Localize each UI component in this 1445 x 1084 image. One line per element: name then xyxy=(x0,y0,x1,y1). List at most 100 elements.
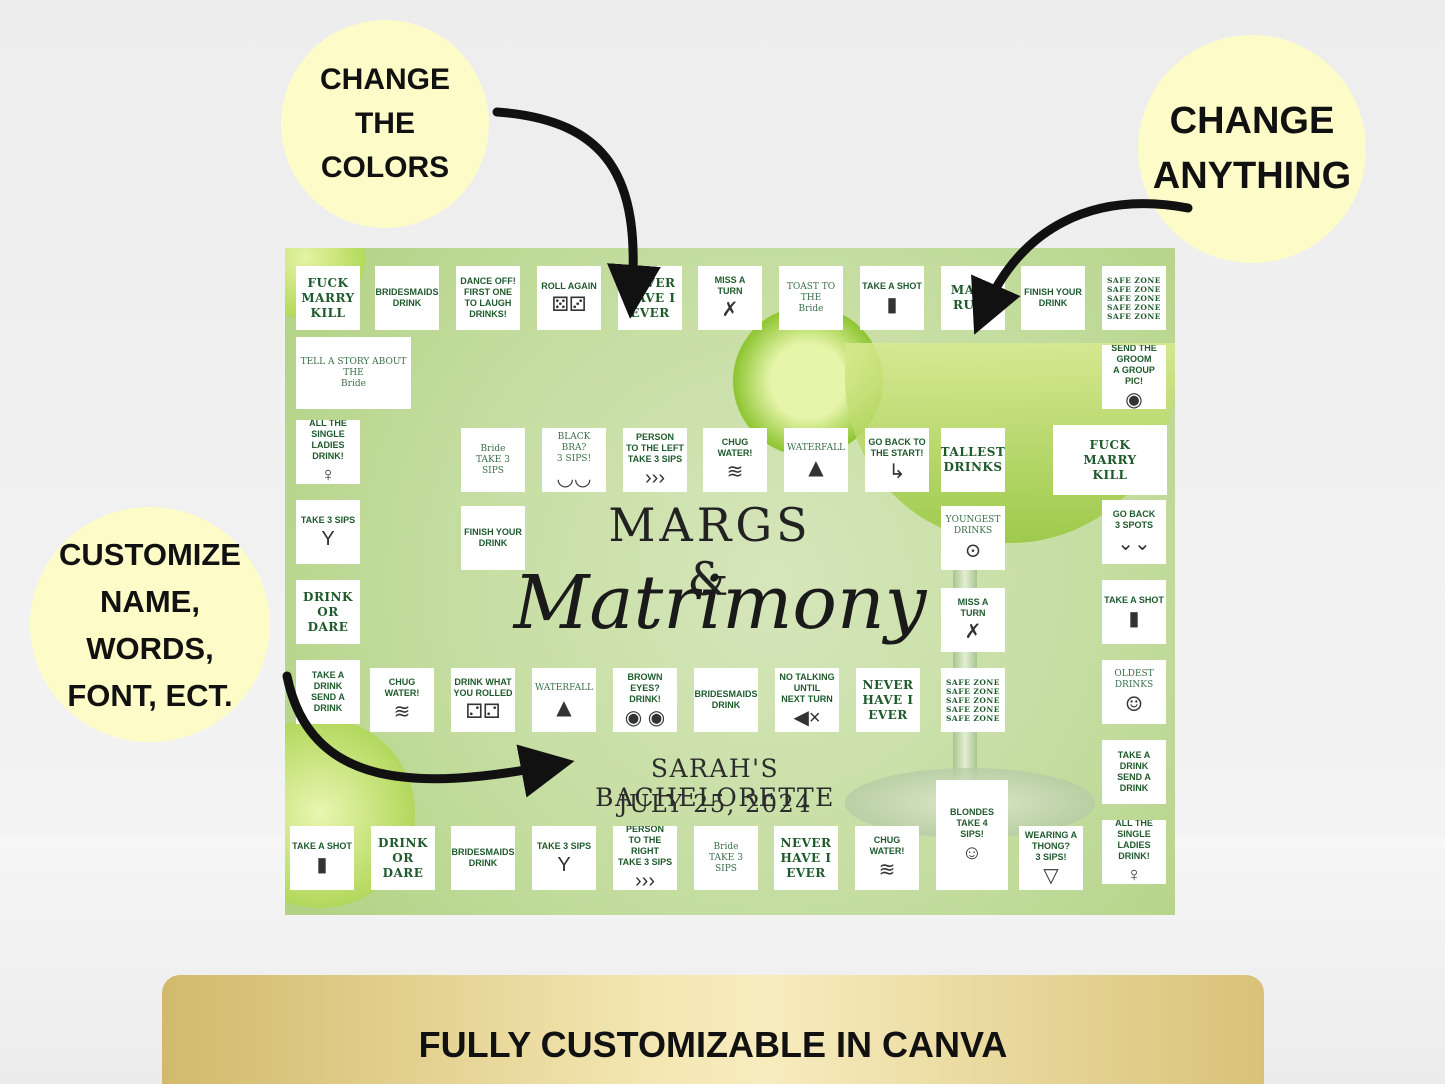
tile-label: TOAST TO THE Bride xyxy=(786,281,836,314)
tile-bottom-2: BRIDESMAIDS DRINK xyxy=(451,826,515,890)
tile-label: BRIDESMAIDS DRINK xyxy=(375,287,439,308)
chevrons-icon: ››› xyxy=(645,466,665,489)
tile-left-0: TELL A STORY ABOUT THE Bride xyxy=(296,337,411,409)
tile-top-3: ROLL AGAIN⚄⚂ xyxy=(537,266,601,330)
chevrons-icon: ››› xyxy=(635,870,655,890)
tile-right-1: FUCK MARRY KILL xyxy=(1053,425,1167,495)
x-mark-icon: ✗ xyxy=(721,299,739,321)
tile-inner-bottom-4: BRIDESMAIDS DRINK xyxy=(694,668,758,732)
tile-label: FUCK MARRY KILL xyxy=(301,275,355,320)
tile-label: MISS A TURN xyxy=(957,597,989,618)
water-splash-icon: ≋ xyxy=(393,701,411,723)
arrow-to-make-rule xyxy=(971,199,1193,335)
tile-label: WATERFALL xyxy=(786,442,846,453)
tile-inner-bottom-6: NEVER HAVE I EVER xyxy=(856,668,920,732)
tile-bottom-3: TAKE 3 SIPS Y xyxy=(532,826,596,890)
old-lady-icon: ☺ xyxy=(1125,692,1143,716)
tile-label: BRIDESMAIDS DRINK xyxy=(694,689,758,710)
tile-inner-top-1: BLACK BRA? 3 SIPS!◡◡ xyxy=(542,428,606,492)
tile-label: DANCE OFF! FIRST ONE TO LAUGH DRINKS! xyxy=(460,276,516,319)
tile-inner-right-2: SAFE ZONE SAFE ZONE SAFE ZONE SAFE ZONE … xyxy=(941,668,1005,732)
tile-label: CHUG WATER! xyxy=(869,835,905,856)
mute-icon: ◀× xyxy=(793,706,821,729)
water-splash-icon: ≋ xyxy=(878,859,896,881)
pacifier-icon: ⊙ xyxy=(964,538,982,562)
tile-label: BLONDES TAKE 4 SIPS! xyxy=(949,806,994,839)
glass-stem-icon xyxy=(953,538,977,788)
tile-blondes: BLONDES TAKE 4 SIPS!☺ xyxy=(936,780,1008,890)
tile-label: NEVER HAVE I EVER xyxy=(780,835,832,880)
tile-label: TAKE 3 SIPS xyxy=(536,840,592,851)
tile-label: Bride TAKE 3 SIPS xyxy=(476,443,510,476)
tile-label: TELL A STORY ABOUT THE Bride xyxy=(300,356,407,389)
tile-bottom-7: CHUG WATER! ≋ xyxy=(855,826,919,890)
tile-label: DRINK WHAT YOU ROLLED xyxy=(453,677,513,698)
tile-label: TAKE A DRINK SEND A DRINK xyxy=(1117,750,1151,793)
woman-silhouette-icon: ♀ xyxy=(1126,864,1142,884)
tile-inner-top-4: WATERFALL▲ xyxy=(784,428,848,492)
arrow-to-event-name xyxy=(282,671,575,798)
tile-label: TALLEST DRINKS xyxy=(941,445,1005,474)
tile-label: YOUNGEST DRINKS xyxy=(945,515,1001,536)
waterfall-icon: ▲ xyxy=(556,694,572,719)
tile-right-3: TAKE A SHOT ▮ xyxy=(1102,580,1166,644)
tile-bottom-0: TAKE A SHOT▮ xyxy=(290,826,354,890)
tile-top-2: DANCE OFF! FIRST ONE TO LAUGH DRINKS! xyxy=(456,266,520,330)
tile-label: BROWN EYES? DRINK! xyxy=(627,671,663,704)
tile-label: Bride TAKE 3 SIPS xyxy=(709,841,743,874)
waterfall-icon: ▲ xyxy=(808,454,824,479)
tile-right-4: OLDEST DRINKS☺ xyxy=(1102,660,1166,724)
tile-inner-bottom-5: NO TALKING UNTIL NEXT TURN◀× xyxy=(775,668,839,732)
tile-left-3: DRINK OR DARE xyxy=(296,580,360,644)
tile-bottom-5: Bride TAKE 3 SIPS xyxy=(694,826,758,890)
event-name: SARAH'S BACHELORETTE xyxy=(595,754,835,812)
tile-right-6: ALL THE SINGLE LADIES DRINK! ♀ xyxy=(1102,820,1166,884)
tile-top-10: SAFE ZONE SAFE ZONE SAFE ZONE SAFE ZONE … xyxy=(1102,266,1166,330)
callout-change-anything: CHANGE ANYTHING xyxy=(1138,35,1366,263)
banner-text: FULLY CUSTOMIZABLE IN CANVA xyxy=(418,1023,1008,1065)
tile-inner-right-1: MISS A TURN✗ xyxy=(941,588,1005,652)
chevron-down-icon: ⌄⌄ xyxy=(1117,533,1151,555)
tile-label: NEVER HAVE I EVER xyxy=(862,677,914,722)
tile-label: OLDEST DRINKS xyxy=(1114,669,1154,690)
turn-arrow-icon: ↳ xyxy=(888,461,906,483)
tile-label: FUCK MARRY KILL xyxy=(1083,437,1137,482)
callout-customize: CUSTOMIZE NAME, WORDS, FONT, ECT. xyxy=(30,507,270,742)
martini-glass-icon: Y xyxy=(557,853,571,876)
tile-inner-bottom-2: WATERFALL▲ xyxy=(532,668,596,732)
tile-label: TAKE A SHOT xyxy=(292,840,352,851)
tile-top-1: BRIDESMAIDS DRINK xyxy=(375,266,439,330)
shot-glass-icon: ▮ xyxy=(1128,607,1140,630)
tile-label: ALL THE SINGLE LADIES DRINK! xyxy=(309,420,347,461)
tile-top-5: MISS A TURN ✗ xyxy=(698,266,762,330)
callout-change-colors: CHANGE THE COLORS xyxy=(281,20,489,228)
blonde-woman-icon: ☺ xyxy=(961,841,983,864)
tile-label: ROLL AGAIN xyxy=(541,280,597,291)
tile-inner-bottom-1: DRINK WHAT YOU ROLLED ⚁⚁ xyxy=(451,668,515,732)
tile-label: SAFE ZONE SAFE ZONE SAFE ZONE SAFE ZONE … xyxy=(946,677,1000,723)
tile-label: ALL THE SINGLE LADIES DRINK! xyxy=(1115,820,1153,861)
tile-inner-top-5: GO BACK TO THE START! ↳ xyxy=(865,428,929,492)
tile-thong: WEARING A THONG? 3 SIPS!▽ xyxy=(1019,826,1083,890)
tile-label: BRIDESMAIDS DRINK xyxy=(451,847,515,868)
tile-label: WEARING A THONG? 3 SIPS! xyxy=(1024,829,1078,862)
tile-bottom-4: PERSON TO THE RIGHT TAKE 3 SIPS ››› xyxy=(613,826,677,890)
tile-inner-bottom-0: CHUG WATER!≋ xyxy=(370,668,434,732)
tile-label: GO BACK TO THE START! xyxy=(868,437,926,458)
tile-label: PERSON TO THE LEFT TAKE 3 SIPS xyxy=(626,431,684,464)
camera-icon: ◉ xyxy=(1125,389,1143,409)
tile-label: TAKE 3 SIPS xyxy=(300,514,356,525)
tile-label: MISS A TURN xyxy=(714,275,746,296)
tile-bottom-6: NEVER HAVE I EVER xyxy=(774,826,838,890)
tile-right-5: TAKE A DRINK SEND A DRINK xyxy=(1102,740,1166,804)
tile-label: PERSON TO THE RIGHT TAKE 3 SIPS xyxy=(617,826,673,867)
dice-icon: ⚁⚁ xyxy=(465,701,501,723)
tile-left-4: TAKE A DRINK SEND A DRINK xyxy=(296,660,360,724)
tile-label: TAKE A DRINK SEND A DRINK xyxy=(311,670,345,713)
tile-label: TAKE A SHOT xyxy=(1104,594,1164,605)
tile-inner-left-0: FINISH YOUR DRINK xyxy=(461,506,525,570)
tile-label: GO BACK 3 SPOTS xyxy=(1112,509,1156,530)
board-title-line1: MARGS & xyxy=(608,498,812,606)
tile-label: CHUG WATER! xyxy=(717,437,753,458)
tile-label: FINISH YOUR DRINK xyxy=(464,527,522,548)
